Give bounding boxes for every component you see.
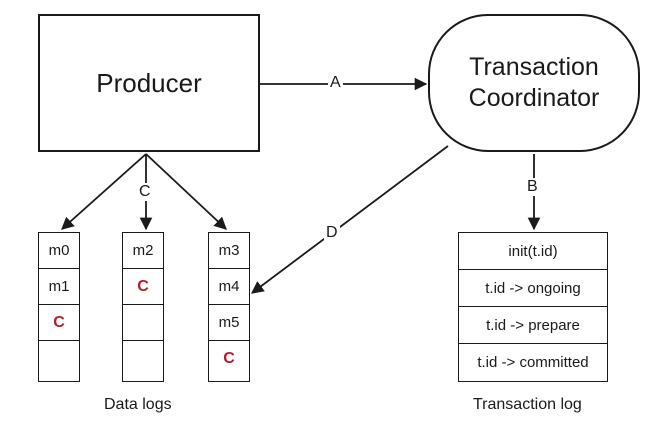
producer-node: Producer bbox=[38, 14, 260, 152]
data-log-partition-2: m2 C bbox=[122, 232, 164, 382]
log-cell: m5 bbox=[209, 305, 249, 341]
log-cell-empty bbox=[123, 341, 163, 377]
transaction-log-entry: t.id -> prepare bbox=[459, 307, 607, 344]
coordinator-label-line1: Transaction bbox=[469, 53, 599, 81]
data-log-partition-3: m3 m4 m5 C bbox=[208, 232, 250, 382]
edge-a-label: A bbox=[328, 74, 343, 92]
log-cell: m0 bbox=[39, 233, 79, 269]
coordinator-label-line2: Coordinator bbox=[468, 84, 600, 112]
edge-b-label: B bbox=[525, 178, 540, 196]
transaction-log-entry: init(t.id) bbox=[459, 233, 607, 270]
log-cell-empty bbox=[39, 341, 79, 377]
log-cell: m4 bbox=[209, 269, 249, 305]
log-cell-empty bbox=[123, 305, 163, 341]
log-cell: m2 bbox=[123, 233, 163, 269]
transaction-log-caption: Transaction log bbox=[473, 396, 582, 413]
data-logs-caption: Data logs bbox=[104, 396, 172, 413]
transaction-log-entry: t.id -> ongoing bbox=[459, 270, 607, 307]
transaction-log: init(t.id) t.id -> ongoing t.id -> prepa… bbox=[458, 232, 608, 382]
producer-label: Producer bbox=[96, 67, 202, 98]
transaction-log-entry: t.id -> committed bbox=[477, 354, 589, 371]
commit-marker-cell: C bbox=[39, 305, 79, 341]
commit-marker-cell: C bbox=[123, 269, 163, 305]
log-cell: m1 bbox=[39, 269, 79, 305]
edge-producer-to-log3 bbox=[145, 153, 227, 230]
commit-marker-cell: C bbox=[223, 350, 235, 367]
edge-c-label: C bbox=[137, 183, 153, 201]
edge-d-line bbox=[250, 145, 449, 294]
edge-d-label: D bbox=[324, 224, 340, 242]
data-log-partition-1: m0 m1 C bbox=[38, 232, 80, 382]
transaction-coordinator-node: Transaction Coordinator bbox=[428, 14, 640, 152]
log-cell: m3 bbox=[209, 233, 249, 269]
edge-producer-to-log1 bbox=[61, 153, 147, 230]
